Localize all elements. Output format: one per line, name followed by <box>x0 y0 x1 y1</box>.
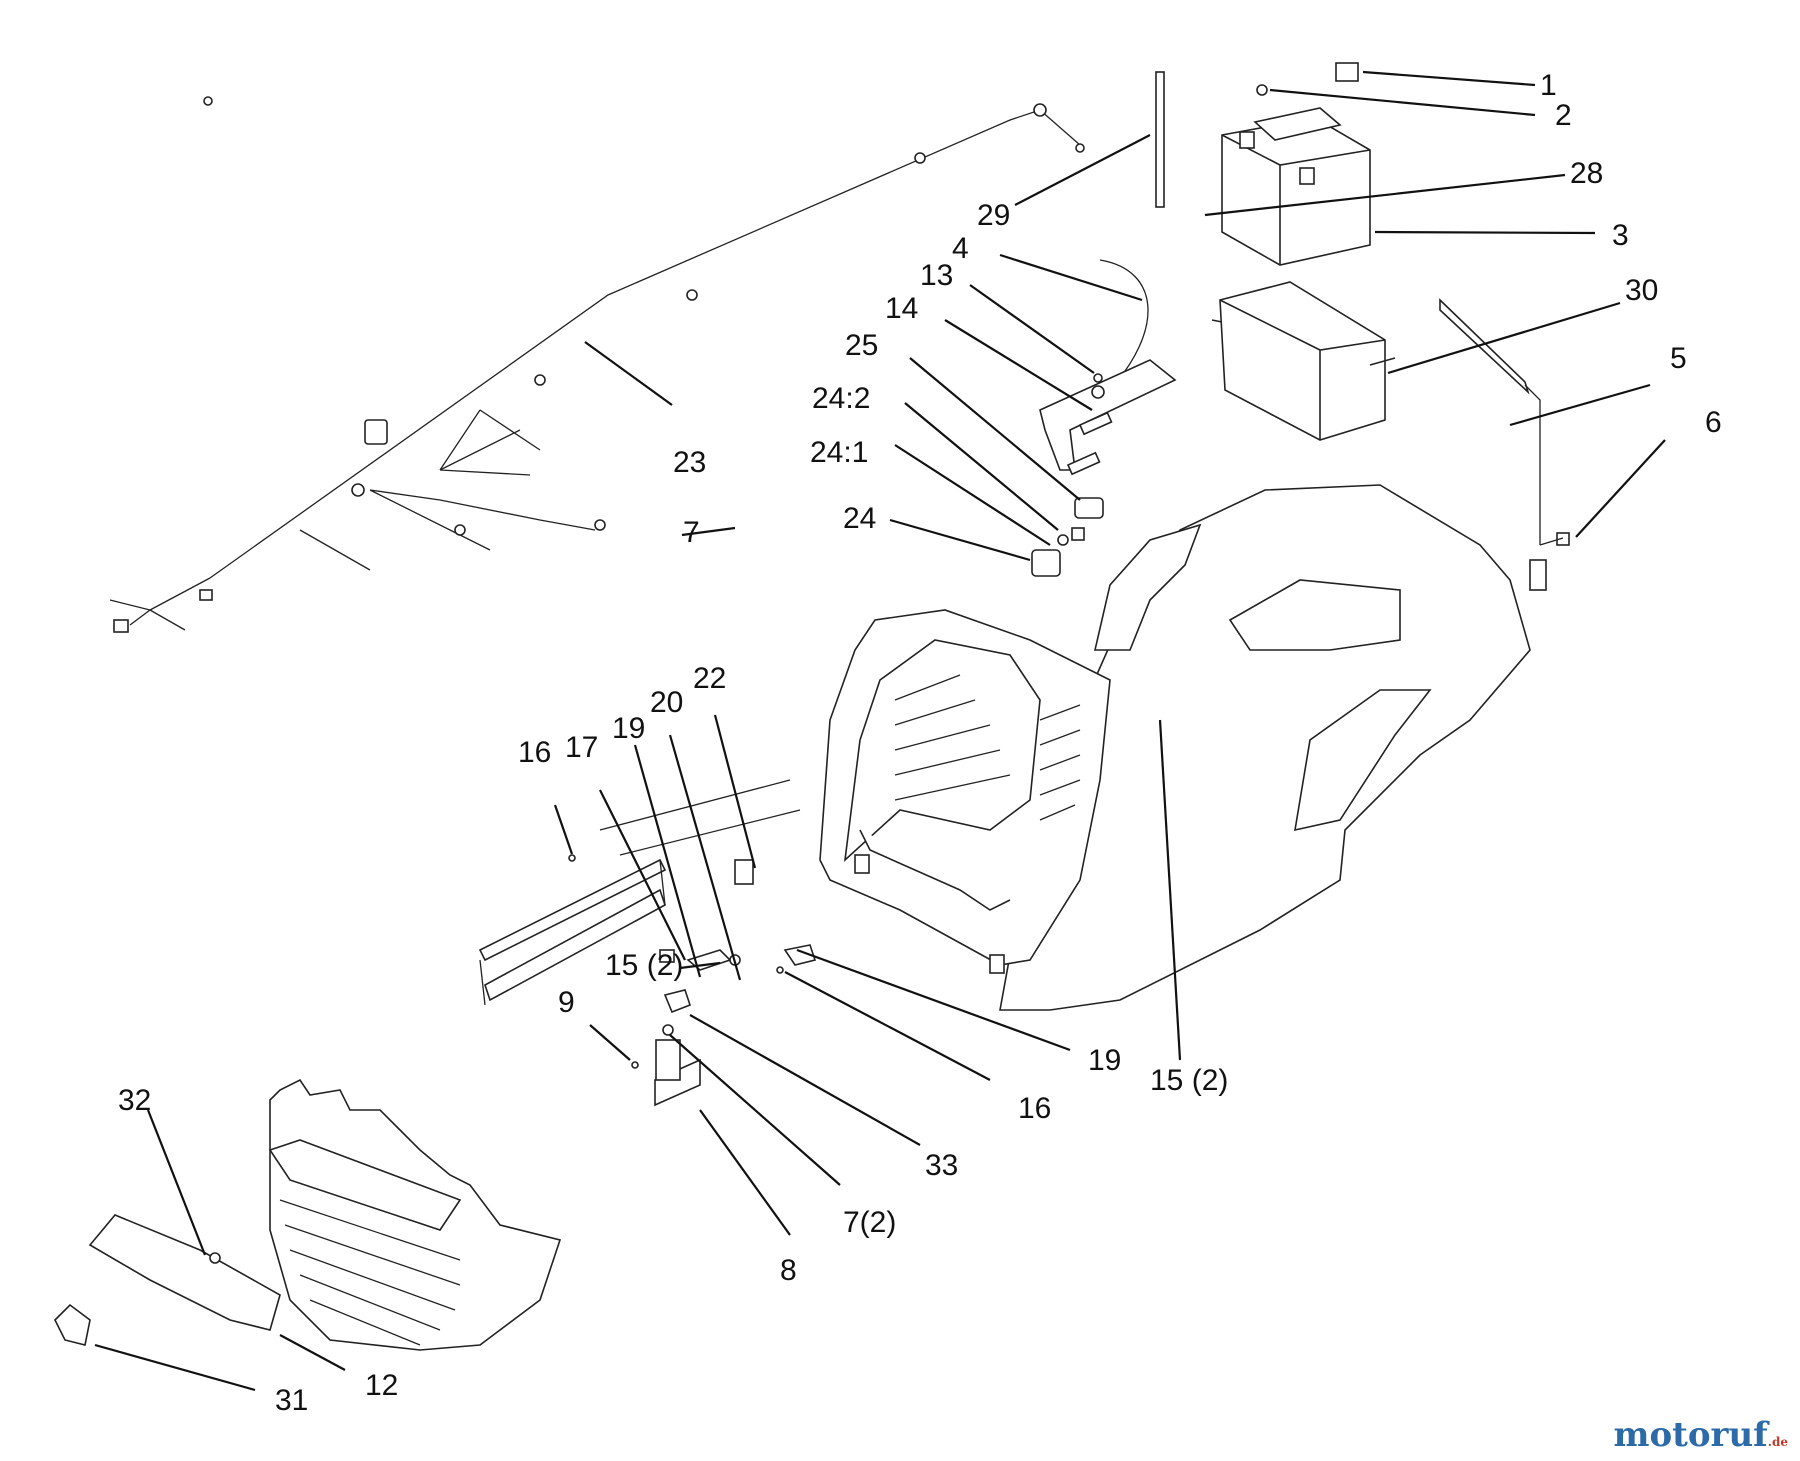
callout-28: 28 <box>1570 157 1603 190</box>
switch-25 <box>1074 497 1104 519</box>
mounting-bracket <box>1039 359 1177 471</box>
callout-24: 24 <box>843 502 876 535</box>
callout-5: 5 <box>1670 342 1687 375</box>
callout-8: 8 <box>780 1254 797 1287</box>
solenoid <box>631 989 701 1107</box>
callout-19a: 19 <box>612 712 645 745</box>
callout-6: 6 <box>1705 406 1722 439</box>
callout-30: 30 <box>1625 274 1658 307</box>
ignition-switch-24 <box>1031 549 1061 577</box>
callout-19b: 19 <box>1088 1044 1121 1077</box>
callout-23: 23 <box>673 446 706 479</box>
callout-16b: 16 <box>1018 1092 1051 1125</box>
battery <box>1221 62 1371 266</box>
callout-2: 2 <box>1555 99 1572 132</box>
callout-24-2: 24:2 <box>812 382 870 415</box>
watermark-suffix: .de <box>1767 1435 1788 1449</box>
frame-rail <box>478 779 801 1006</box>
battery-cap-1 <box>1335 62 1359 82</box>
emblem-31 <box>54 1303 91 1346</box>
callout-4: 4 <box>952 232 969 265</box>
callout-32: 32 <box>118 1084 151 1117</box>
battery-tray <box>1211 281 1396 441</box>
wire-lead-5 <box>1439 298 1570 591</box>
callout-15-2b: 15 (2) <box>1150 1064 1228 1097</box>
callout-16a: 16 <box>518 736 551 769</box>
rod-29 <box>1155 71 1165 208</box>
tractor-body <box>999 484 1531 1011</box>
callout-20: 20 <box>650 686 683 719</box>
callout-14: 14 <box>885 292 918 325</box>
callout-22: 22 <box>693 662 726 695</box>
callout-12: 12 <box>365 1369 398 1402</box>
watermark-brand: motoruf <box>1613 1415 1768 1455</box>
callout-31: 31 <box>275 1384 308 1417</box>
dash-housing <box>819 609 1111 974</box>
callout-17: 17 <box>565 731 598 764</box>
grille-assembly <box>54 1078 562 1351</box>
wire-harness <box>109 96 1085 633</box>
callout-3: 3 <box>1612 219 1629 252</box>
grille-trim-12 <box>88 1214 281 1331</box>
callout-33: 33 <box>925 1149 958 1182</box>
callout-24-1: 24:1 <box>810 436 868 469</box>
callout-25: 25 <box>845 329 878 362</box>
callout-13: 13 <box>920 259 953 292</box>
callout-15-2a: 15 (2) <box>605 949 683 982</box>
watermark-logo: motoruf.de <box>1614 1415 1789 1455</box>
callout-29: 29 <box>977 199 1010 232</box>
cable-4 <box>1099 259 1149 393</box>
callout-labels: 1 2 28 3 29 4 13 14 30 25 5 24:2 6 24:1 … <box>118 69 1722 1417</box>
callout-7: 7 <box>683 516 700 549</box>
leader-lines <box>94 70 1666 1392</box>
callout-9: 9 <box>558 986 575 1019</box>
callout-7-2: 7(2) <box>843 1206 896 1239</box>
callout-1: 1 <box>1540 69 1557 102</box>
